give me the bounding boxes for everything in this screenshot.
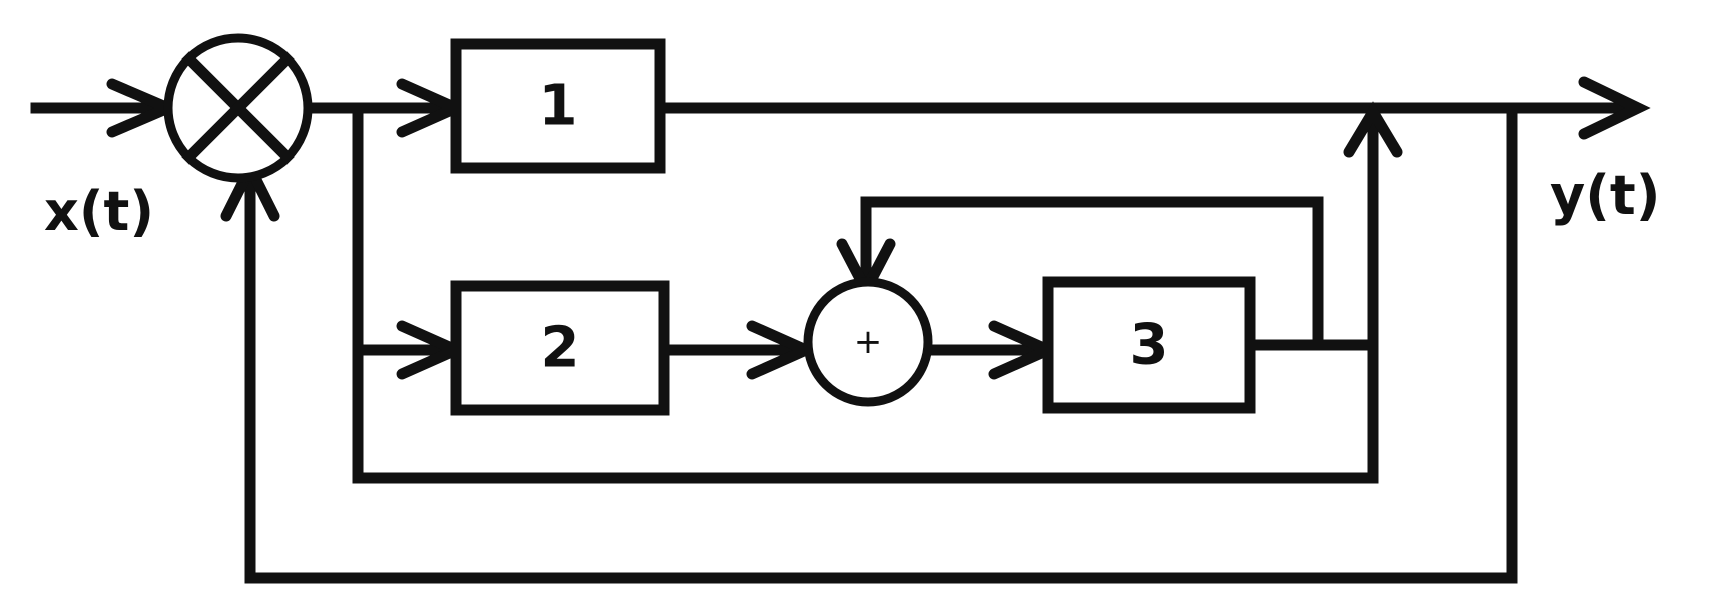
output-arrowhead <box>1578 76 1651 140</box>
block-2: 2 <box>450 280 670 416</box>
branch-wire <box>352 102 1379 484</box>
block-1: 1 <box>450 38 666 174</box>
block-1-label: 1 <box>539 74 578 139</box>
summing-output-arrowhead <box>1343 101 1403 158</box>
input-label: x(t) <box>44 180 154 243</box>
output-label: y(t) <box>1550 164 1660 227</box>
multiplier-node <box>163 33 313 183</box>
summing-node: + <box>803 277 933 407</box>
inner-feedback-wire <box>860 196 1324 351</box>
block-3-label: 3 <box>1130 313 1169 378</box>
block-3: 3 <box>1042 276 1256 414</box>
block-2-label: 2 <box>541 316 580 381</box>
plus-symbol: + <box>854 322 883 362</box>
outer-feedback-wire <box>244 102 1518 584</box>
